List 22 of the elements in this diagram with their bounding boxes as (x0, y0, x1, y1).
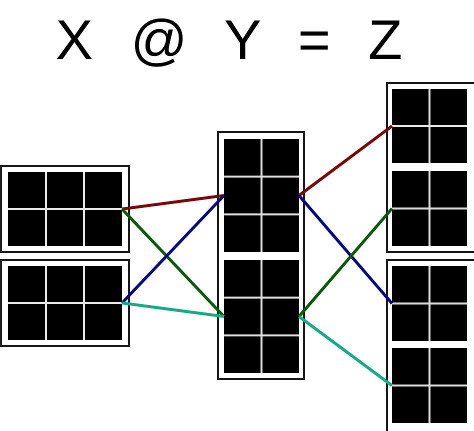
connector-line (122, 194, 224, 210)
connector-line (298, 124, 393, 197)
connector-line (120, 194, 226, 304)
matrix-grid (8, 266, 122, 340)
matrix-grid (392, 266, 467, 341)
matrix-grid (392, 171, 467, 246)
matrix-grid (392, 348, 467, 423)
matrix-frame (386, 259, 474, 431)
connector-line (298, 315, 393, 387)
connector-line (120, 208, 226, 318)
matrix-grid (224, 260, 299, 373)
matrix-grid (8, 172, 122, 246)
matrix-frame (0, 165, 130, 253)
connector-line (298, 208, 394, 318)
equation-title: X @ Y = Z (54, 7, 404, 73)
connector-line (298, 194, 394, 304)
matrix-grid (224, 139, 299, 252)
matrix-frame (217, 131, 305, 380)
matrix-frame (0, 259, 130, 347)
matrix-grid (392, 89, 467, 163)
connector-line (122, 302, 224, 318)
matrix-frame (386, 82, 474, 253)
